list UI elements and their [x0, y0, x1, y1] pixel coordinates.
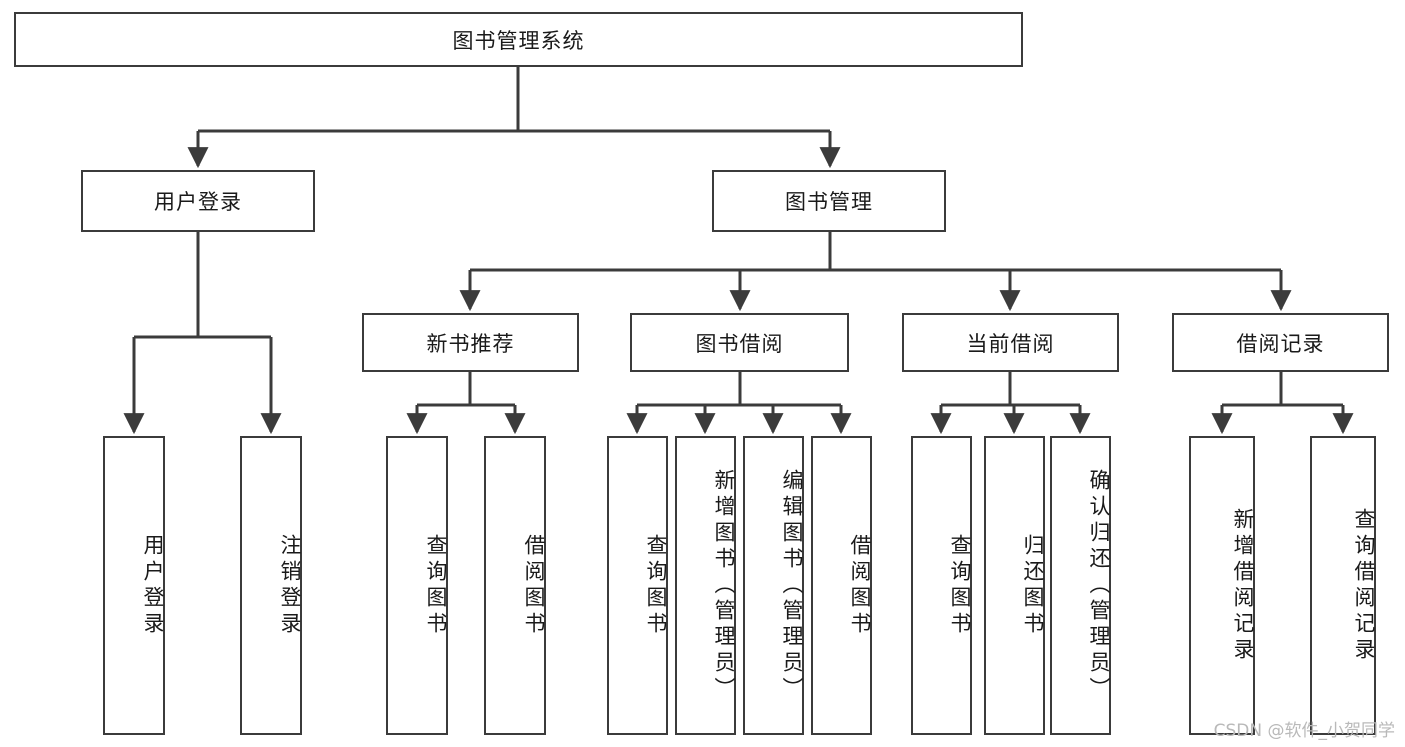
node-root[interactable]: 图书管理系统 — [14, 12, 1023, 67]
leaf-query-book-borrow[interactable]: 查询图书 — [607, 436, 668, 735]
leaf-query-borrow-record[interactable]: 查询借阅记录 — [1310, 436, 1376, 735]
leaf-add-book-admin[interactable]: 新增图书（管理员） — [675, 436, 736, 735]
leaf-add-borrow-record[interactable]: 新增借阅记录 — [1189, 436, 1255, 735]
leaf-edit-book-admin[interactable]: 编辑图书（管理员） — [743, 436, 804, 735]
leaf-query-book-recommend[interactable]: 查询图书 — [386, 436, 448, 735]
leaf-borrow-book-recommend[interactable]: 借阅图书 — [484, 436, 546, 735]
node-book-borrow[interactable]: 图书借阅 — [630, 313, 849, 372]
leaf-query-book-current[interactable]: 查询图书 — [911, 436, 972, 735]
leaf-confirm-return-admin[interactable]: 确认归还（管理员） — [1050, 436, 1111, 735]
leaf-logout[interactable]: 注销登录 — [240, 436, 302, 735]
leaf-borrow-book[interactable]: 借阅图书 — [811, 436, 872, 735]
node-new-book-recommend[interactable]: 新书推荐 — [362, 313, 579, 372]
node-borrow-record[interactable]: 借阅记录 — [1172, 313, 1389, 372]
leaf-return-book[interactable]: 归还图书 — [984, 436, 1045, 735]
node-user-login[interactable]: 用户登录 — [81, 170, 315, 232]
node-current-borrow[interactable]: 当前借阅 — [902, 313, 1119, 372]
leaf-user-login[interactable]: 用户登录 — [103, 436, 165, 735]
node-book-management[interactable]: 图书管理 — [712, 170, 946, 232]
